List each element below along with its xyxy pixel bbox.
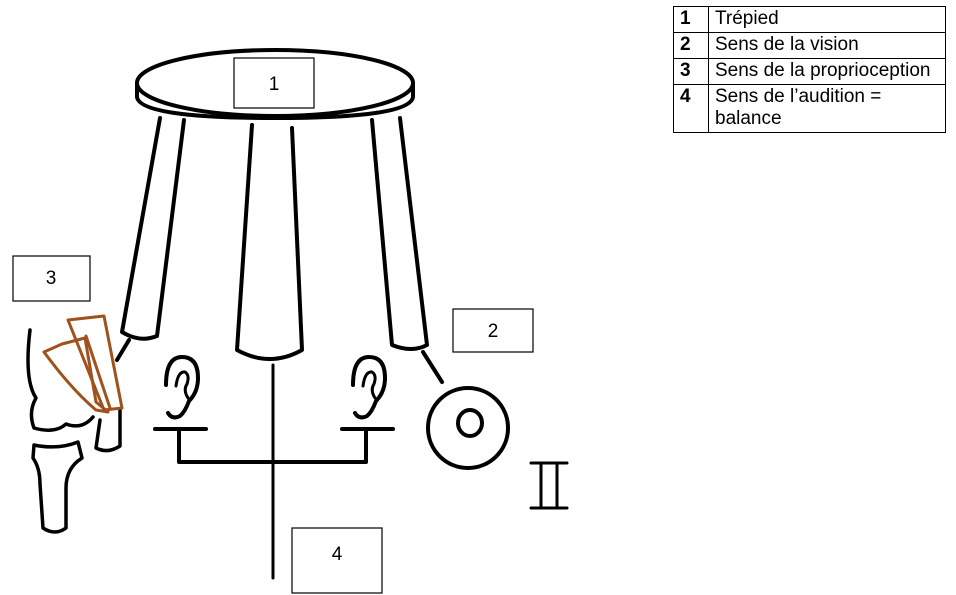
connector-vision (421, 350, 444, 384)
legend-row: 2 Sens de la vision (673, 32, 946, 59)
femur (26, 328, 95, 432)
legend-number: 4 (673, 84, 709, 133)
legend-text: Trépied (708, 6, 946, 33)
svg-text:4: 4 (332, 544, 343, 565)
legend-text: Sens de l’audition = balance (708, 84, 946, 133)
legend-row: 3 Sens de la proprioception (673, 58, 946, 85)
legend-text: Sens de la proprioception (708, 58, 946, 85)
legend-text: Sens de la vision (708, 32, 946, 59)
connector-proprioception (115, 338, 131, 362)
legend-number: 2 (673, 32, 709, 59)
stool-leg-left (120, 116, 186, 341)
label-box-2: 2 (452, 308, 534, 353)
legend-row: 1 Trépied (673, 6, 946, 33)
stool-leg-center (235, 123, 304, 361)
ear-right-icon (351, 355, 387, 420)
knee-icon (26, 314, 124, 534)
tibia (31, 440, 84, 534)
patella-tendon (42, 314, 124, 414)
label-box-1: 1 (233, 57, 315, 109)
eye-icon (426, 386, 510, 470)
roman-numeral-ii (529, 461, 569, 510)
label-box-4: 4 (291, 527, 383, 594)
legend-row: 4 Sens de l’audition = balance (673, 84, 946, 133)
svg-text:1: 1 (269, 74, 280, 95)
balance-arms (177, 427, 368, 464)
fibula (94, 408, 122, 453)
svg-text:3: 3 (46, 268, 57, 289)
legend-table: 1 Trépied 2 Sens de la vision 3 Sens de … (673, 0, 946, 133)
audition-structure (153, 355, 395, 580)
svg-text:2: 2 (488, 321, 499, 342)
label-box-3: 3 (12, 255, 91, 302)
legend-number: 1 (673, 6, 709, 33)
ear-left-icon (164, 355, 200, 420)
stool-leg-right (370, 116, 429, 351)
legend-number: 3 (673, 58, 709, 85)
